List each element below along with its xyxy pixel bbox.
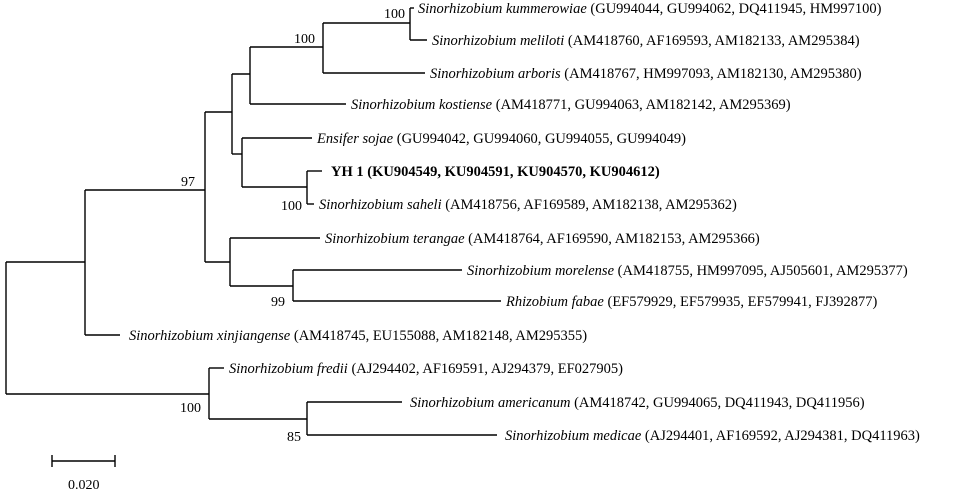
taxon-label-medicae: Sinorhizobium medicae (AJ294401, AF16959… <box>505 428 920 444</box>
bootstrap-morelense-fabae: 99 <box>271 295 285 310</box>
bootstrap-kummerowiae-meliloti: 100 <box>384 7 405 22</box>
tree-branches <box>5 7 501 436</box>
taxon-label-americanum: Sinorhizobium americanum (AM418742, GU99… <box>410 395 865 411</box>
taxon-label-fabae: Rhizobium fabae (EF579929, EF579935, EF5… <box>505 294 878 310</box>
bootstrap-values: 100 100 97 100 99 100 85 <box>180 7 405 445</box>
taxon-label-arboris: Sinorhizobium arboris (AM418767, HM99709… <box>430 66 862 82</box>
bootstrap-fredii-clade: 100 <box>180 401 201 416</box>
scale-bar: 0.020 <box>51 455 116 493</box>
taxon-label-fredii: Sinorhizobium fredii (AJ294402, AF169591… <box>229 361 623 377</box>
taxon-label-morelense: Sinorhizobium morelense (AM418755, HM997… <box>467 263 908 279</box>
taxon-label-xinjiangense: Sinorhizobium xinjiangense (AM418745, EU… <box>129 328 587 344</box>
scale-bar-label: 0.020 <box>68 478 100 493</box>
bootstrap-americanum-medicae: 85 <box>287 430 301 445</box>
bootstrap-yh1-saheli: 100 <box>281 199 302 214</box>
taxon-label-kummerowiae: Sinorhizobium kummerowiae (GU994044, GU9… <box>418 1 882 17</box>
taxon-label-yh1: YH 1 (KU904549, KU904591, KU904570, KU90… <box>331 164 660 180</box>
taxon-label-kostiense: Sinorhizobium kostiense (AM418771, GU994… <box>351 97 791 113</box>
taxon-label-saheli: Sinorhizobium saheli (AM418756, AF169589… <box>319 197 737 213</box>
taxon-labels: Sinorhizobium kummerowiae (GU994044, GU9… <box>129 1 920 444</box>
taxon-label-terangae: Sinorhizobium terangae (AM418764, AF1695… <box>325 231 760 247</box>
bootstrap-main-clade: 97 <box>181 175 195 190</box>
taxon-label-sojae: Ensifer sojae (GU994042, GU994060, GU994… <box>316 131 686 147</box>
taxon-label-meliloti: Sinorhizobium meliloti (AM418760, AF1695… <box>432 33 860 49</box>
bootstrap-meliloti-clade: 100 <box>294 32 315 47</box>
